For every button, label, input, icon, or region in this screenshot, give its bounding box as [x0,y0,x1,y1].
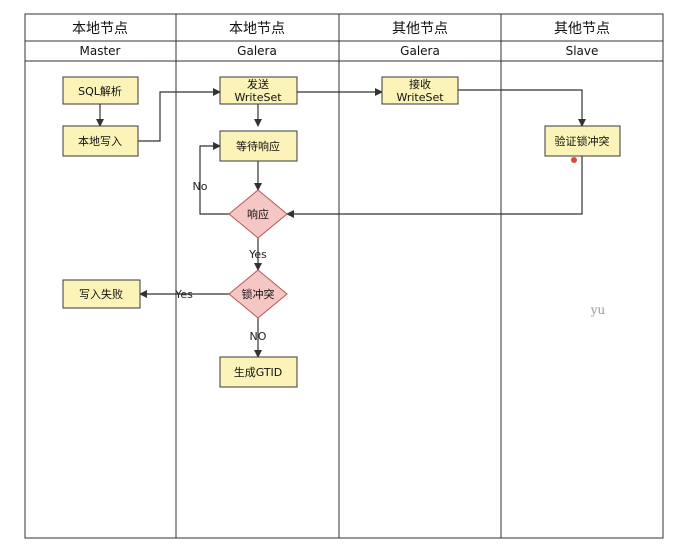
edge-label-yes-down: Yes [248,248,267,261]
decision-lock-conflict [228,269,288,319]
edge-recv-to-verify [458,89,586,127]
decision-lock-conflict-label: 锁冲突 [242,287,275,301]
node-verify-lock [544,125,621,157]
node-sql-parse [62,76,139,105]
lane-title-other-galera: 其他节点 [392,21,448,37]
watermark: yu [590,303,606,317]
node-local-write [62,125,139,157]
node-verify-lock-label: 验证锁冲突 [555,134,610,148]
node-recv-writeset-line2: WriteSet [396,91,444,104]
lane-title-master: 本地节点 [72,21,128,37]
node-recv-writeset-line1: 接收 [409,77,431,91]
decision-response-label: 响应 [247,207,269,221]
node-gen-gtid-label: 生成GTID [234,365,283,379]
lane-title-local-galera: 本地节点 [229,21,285,37]
node-write-fail [62,279,141,309]
node-sql-parse-label: SQL解析 [78,84,122,98]
edge-label-no-down: NO [250,330,267,343]
edge-verify-to-response [286,156,583,218]
lane-subtitle-other-galera: Galera [400,44,440,58]
node-wait-response [219,130,298,162]
node-recv-writeset [381,76,459,105]
lane-subtitle-local-galera: Galera [237,44,277,58]
node-gen-gtid [219,356,298,388]
edge-response-no-loop [199,142,230,215]
edge-write-to-send [138,88,221,142]
lane-title-slave: 其他节点 [554,21,610,37]
node-send-writeset [219,76,298,105]
node-send-writeset-line1: 发送 [247,77,269,91]
node-send-writeset-line2: WriteSet [234,91,282,104]
edge-label-no-loop: No [193,180,208,193]
node-write-fail-label: 写入失败 [79,287,123,301]
node-local-write-label: 本地写入 [78,134,122,148]
node-wait-response-label: 等待响应 [236,139,280,153]
lane-subtitle-master: Master [80,44,121,58]
lane-subtitle-slave: Slave [566,44,599,58]
decision-response [228,189,288,239]
cursor-highlight-dot [571,157,577,163]
edge-label-yes-left: Yes [174,288,193,301]
